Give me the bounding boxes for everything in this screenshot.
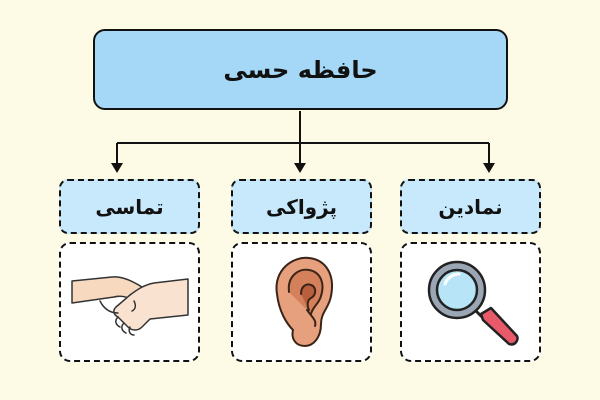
root-node: حافظه حسی [93, 29, 508, 110]
image-box-iconic [400, 242, 541, 362]
child-node-echoic: پژواکی [231, 179, 372, 234]
arrowhead-middle [294, 163, 306, 173]
magnifying-glass-icon [427, 260, 519, 346]
image-box-echoic [231, 242, 372, 362]
child-label-iconic: نمادین [438, 194, 503, 219]
child-node-tactile: تماسی [59, 179, 200, 234]
image-box-tactile [59, 242, 200, 362]
child-node-iconic: نمادین [400, 179, 541, 234]
arrowhead-left [111, 163, 123, 173]
root-label: حافظه حسی [223, 55, 378, 84]
ear-icon [275, 256, 333, 347]
child-label-echoic: پژواکی [265, 194, 338, 219]
arrowhead-right [483, 163, 495, 173]
handshake-icon [70, 276, 189, 336]
child-label-tactile: تماسی [95, 194, 164, 219]
